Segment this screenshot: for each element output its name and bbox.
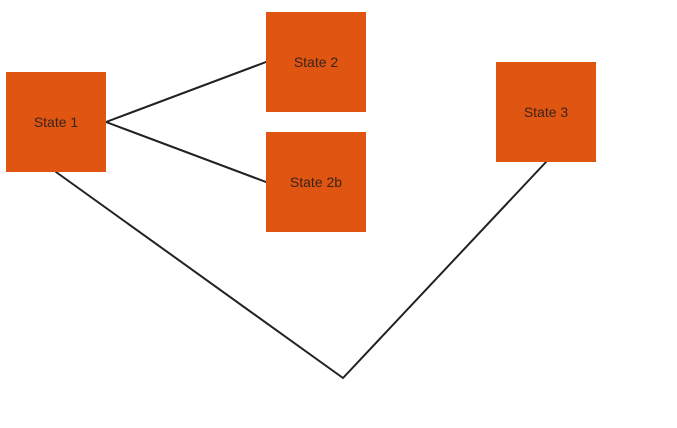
node-label: State 1: [33, 114, 79, 130]
node-state-1[interactable]: State 1: [6, 72, 106, 172]
edge-state1-state3[interactable]: [55, 161, 547, 379]
node-state-3[interactable]: State 3: [496, 62, 596, 162]
node-label: State 3: [523, 104, 569, 120]
node-state-2[interactable]: State 2: [266, 12, 366, 112]
node-label: State 2: [293, 54, 339, 70]
edge-state1-state2[interactable]: [105, 61, 267, 123]
node-label: State 2b: [289, 174, 343, 190]
edge-state1-state2b[interactable]: [105, 121, 267, 183]
node-state-2b[interactable]: State 2b: [266, 132, 366, 232]
